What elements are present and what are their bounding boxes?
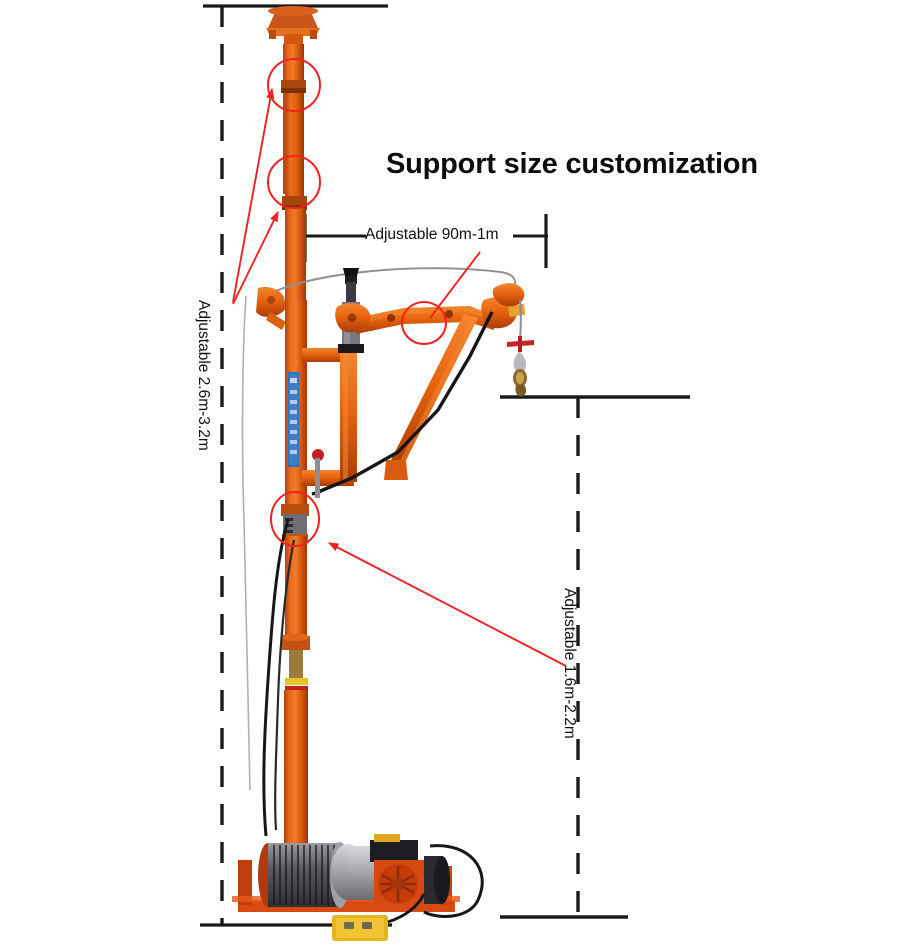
boom-dimension-label: Adjustable 90m-1m (365, 226, 499, 243)
power-cable-left-2 (274, 539, 296, 831)
mast-inner-tube (289, 650, 303, 682)
mast-section-2 (285, 93, 304, 201)
warning-band-yellow (285, 678, 308, 685)
mast-joint-collar (281, 633, 310, 650)
callout-circle-boom-pin-joint (401, 301, 447, 345)
callout-circle-middle-mast-joint (267, 155, 321, 209)
page-title: Support size customization (386, 148, 758, 180)
lifting-hook (507, 299, 534, 397)
jib-boom-arm (335, 283, 526, 334)
warning-band-red (285, 686, 308, 692)
jib-left-bracket (256, 287, 286, 330)
locking-pin-handle (312, 449, 324, 498)
callout-arrow-lower-mast-joint (328, 542, 567, 667)
callout-circle-lower-mast-joint (270, 491, 320, 547)
motor-power-cord (423, 844, 484, 918)
lift-dimension-label: Adjustable 1.6m-2.2m (561, 588, 578, 739)
callout-arrow-boom-pin-joint (429, 251, 481, 319)
tension-cable (317, 311, 494, 494)
mast-dimension-label: Adjustable 2.6m-3.2m (195, 300, 212, 451)
winch-motor (331, 834, 450, 906)
mast-section-bottom (284, 690, 308, 860)
mast-collar-upper (281, 80, 306, 93)
callout-arrow-middle-mast-joint (232, 211, 279, 305)
guy-wire-down (241, 295, 251, 791)
callout-circle-upper-mast-joint (267, 58, 321, 112)
guy-wire (257, 267, 517, 301)
brand-decal (288, 372, 299, 467)
callout-arrow-upper-mast-joint (232, 87, 275, 303)
pendant-control (332, 893, 426, 941)
power-cable-left (262, 519, 290, 837)
